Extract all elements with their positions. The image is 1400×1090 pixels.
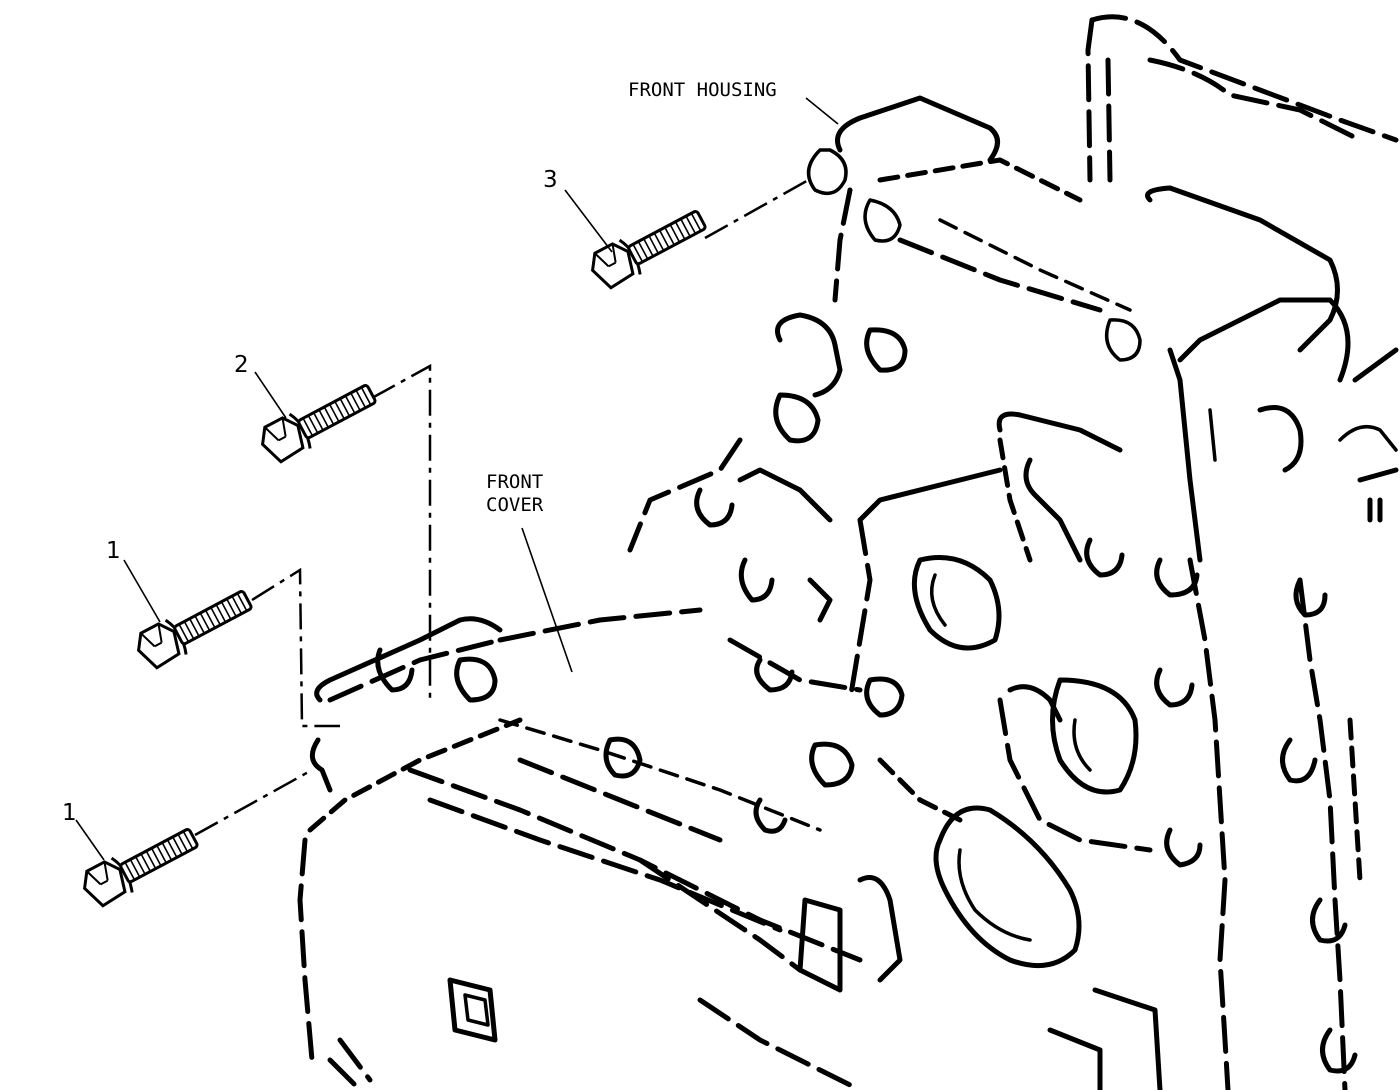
front-housing-outline: [806, 14, 1399, 1090]
front-cover-label-line1: FRONT: [486, 471, 543, 493]
callout-3-leader: [564, 189, 613, 253]
bolt-alignment-lines: [194, 176, 813, 837]
callout-2: 2: [234, 352, 249, 378]
bolt-3: [584, 200, 713, 295]
front-housing-leader: [805, 97, 839, 125]
callout-1-lower: 1: [62, 800, 77, 826]
front-cover-outline: [297, 607, 1163, 1090]
callout-1-upper-leader: [123, 559, 161, 623]
front-housing-label: FRONT HOUSING: [628, 79, 777, 101]
front-cover-leader: [521, 527, 573, 673]
callout-2-leader: [254, 371, 287, 419]
callout-1-upper: 1: [106, 538, 121, 564]
timing-cover-casting: [627, 312, 1203, 969]
callout-1-lower-leader: [75, 819, 105, 861]
callout-3: 3: [543, 167, 558, 193]
bolt-2: [254, 374, 383, 469]
bolt-1-lower: [76, 818, 205, 913]
front-cover-label-line2: COVER: [486, 494, 544, 516]
bolt-1-upper: [130, 580, 259, 675]
